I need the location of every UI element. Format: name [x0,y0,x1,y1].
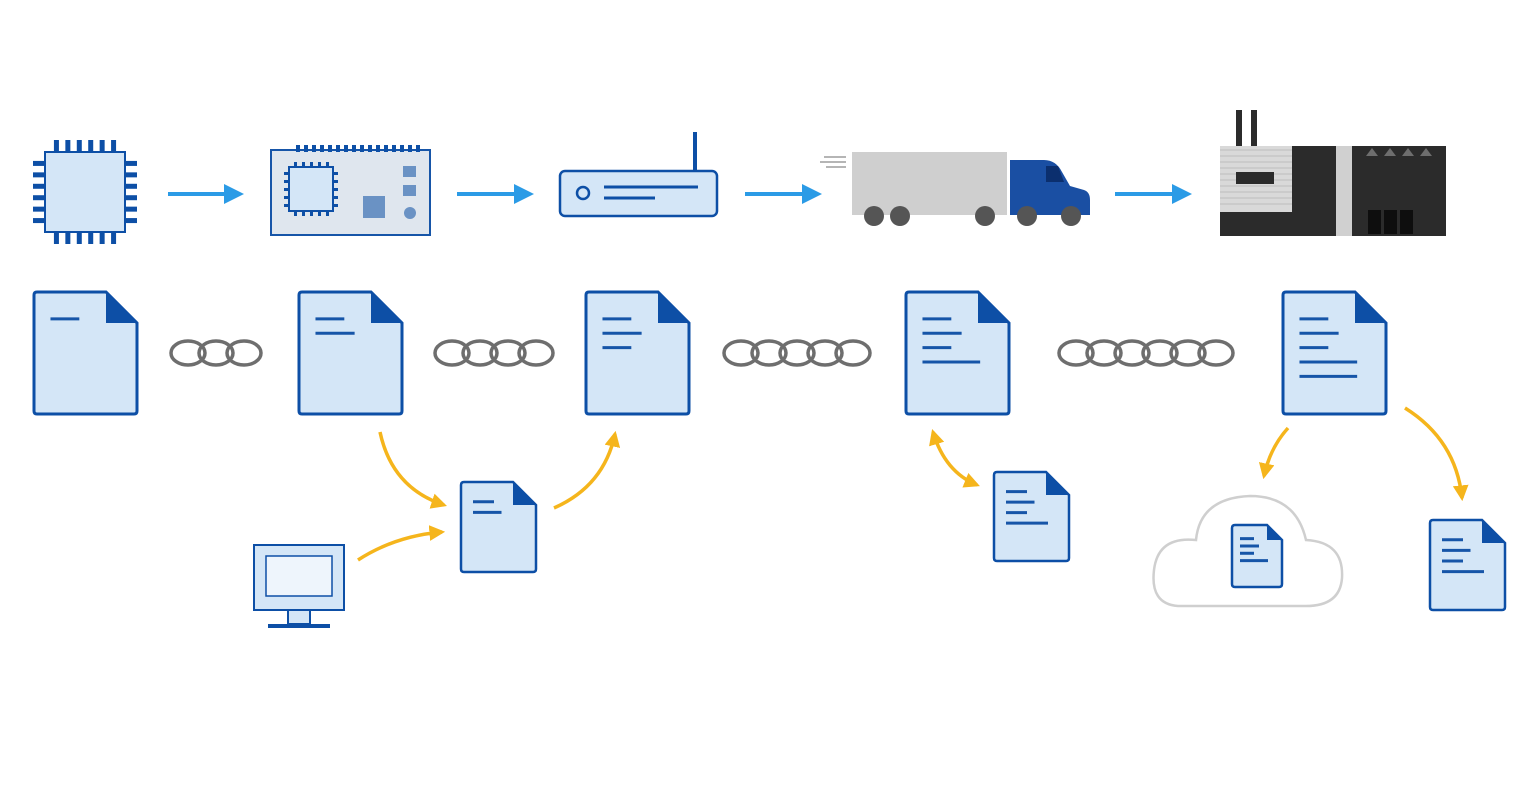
chip-icon [33,140,137,244]
monitor-icon [253,544,345,628]
circuit-board-icon [270,145,431,236]
gold-arrow-doc5-to-output [1404,406,1469,502]
truck-icon [820,152,1090,226]
chain-document-1 [32,290,139,416]
chain-link-3 [722,339,872,367]
gold-arrow-doc4-side-bidirectional [929,428,980,488]
side-document-a [459,480,538,574]
chain-link-1 [169,339,263,367]
chain-document-4 [904,290,1011,416]
gold-arrow-doc5-to-cloud [1258,426,1290,480]
cloud-document [1230,523,1284,589]
output-document [1428,518,1507,612]
gold-arrow-doc2-to-side [378,431,447,509]
router-icon [558,132,719,218]
chain-link-2 [433,339,555,367]
gold-arrow-computer-to-side [357,525,446,562]
chain-link-4 [1057,339,1235,367]
chain-document-3 [584,290,691,416]
gold-arrow-side-to-doc3 [553,430,621,510]
side-document-b [992,470,1071,563]
factory-icon [1220,110,1446,236]
chain-document-2 [297,290,404,416]
chain-document-5 [1281,290,1388,416]
